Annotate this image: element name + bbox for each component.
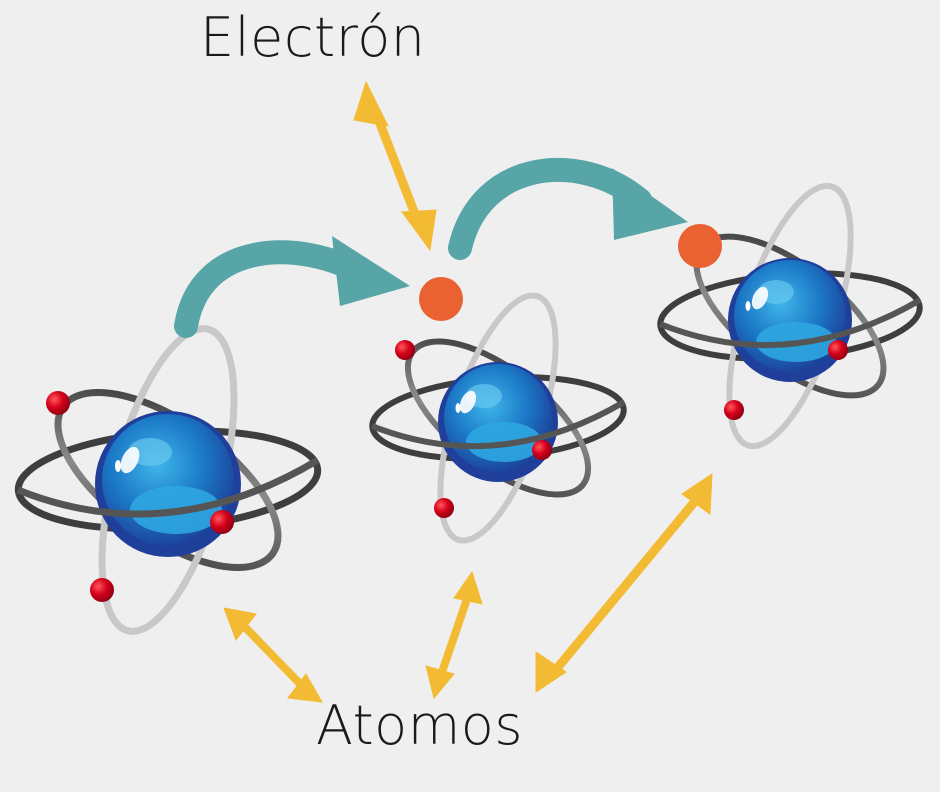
orbit-1a-front (16, 456, 320, 518)
orbit-2a-front (370, 399, 626, 450)
orbital-electron (724, 400, 744, 420)
double-headed-arrow-icon (353, 80, 437, 252)
orbital-electron (532, 440, 552, 460)
atom-3 (657, 182, 923, 450)
free-electron-2 (678, 224, 722, 268)
nucleus-3 (728, 258, 852, 382)
double-headed-arrow-icon (425, 570, 483, 700)
atom-1 (14, 325, 322, 635)
nucleus-2 (438, 362, 558, 482)
electron-label: Electrón (200, 6, 426, 69)
orbital-electron (90, 578, 114, 602)
atom-2 (369, 292, 627, 544)
orbital-electron (395, 340, 415, 360)
orbital-electron (434, 498, 454, 518)
orbital-electron (210, 510, 234, 534)
curved-arrow-icon (174, 236, 410, 338)
orbit-3a-front (658, 297, 922, 349)
double-headed-arrow-icon (535, 473, 713, 693)
curved-arrow-icon (448, 158, 688, 260)
double-headed-arrow-icon (223, 607, 323, 703)
nucleus-1 (95, 411, 241, 557)
atoms-label: Atomos (316, 694, 523, 757)
orbital-electron (46, 391, 70, 415)
orbital-electron (828, 340, 848, 360)
free-electron-1 (419, 277, 463, 321)
